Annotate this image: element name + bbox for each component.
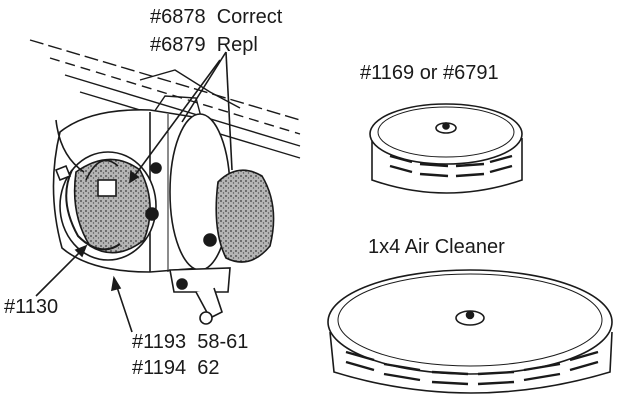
part-6878-label: #6878 Correct <box>150 6 283 28</box>
part-6879-label: #6879 Repl <box>150 34 258 56</box>
small-air-cleaner <box>369 103 523 194</box>
dual-air-cleaner-assembly <box>52 109 275 325</box>
part-1169-label: #1169 or #6791 <box>360 62 499 84</box>
part-1130-label: #1130 <box>4 296 59 318</box>
air-cleaner-1x4-label: 1x4 Air Cleaner <box>368 236 505 258</box>
part-1193-label: #1193 58-61 <box>132 331 249 353</box>
part-1194-label: #1194 62 <box>132 357 220 379</box>
leader-lines <box>35 51 233 333</box>
large-1x4-air-cleaner <box>327 269 613 394</box>
